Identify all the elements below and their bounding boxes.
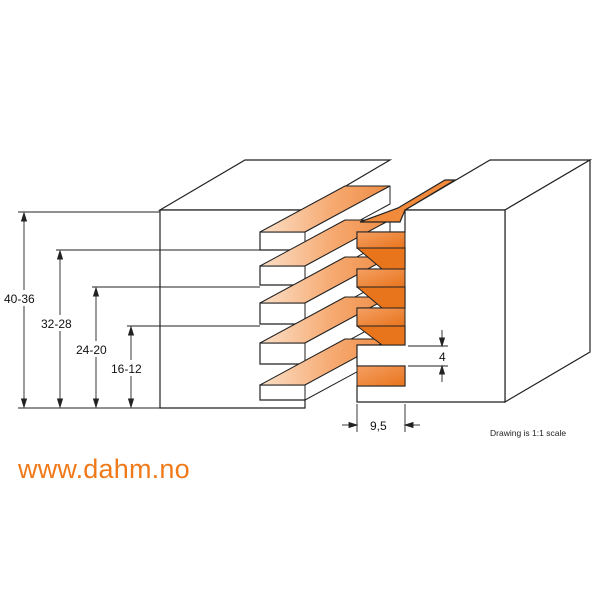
arrow-24-20-bottom bbox=[92, 398, 100, 409]
arrow-32-28-bottom bbox=[56, 398, 64, 409]
height-dimensions bbox=[18, 211, 260, 409]
label-gap-width: 9,5 bbox=[370, 419, 387, 433]
groove-1 bbox=[356, 231, 406, 249]
groove-3-back bbox=[356, 325, 406, 346]
left-block bbox=[157, 159, 393, 409]
label-24-20: 24-20 bbox=[76, 343, 107, 357]
label-tooth-width: 4 bbox=[439, 350, 446, 364]
label-16-12: 16-12 bbox=[111, 362, 142, 376]
arrow-40-36-bottom bbox=[20, 398, 28, 409]
height-labels: 40-36 32-28 24-20 16-12 bbox=[2, 290, 154, 376]
tooth-dimension bbox=[408, 330, 448, 382]
groove-4 bbox=[356, 365, 406, 387]
label-40-36: 40-36 bbox=[4, 292, 35, 306]
website-link[interactable]: www.dahm.no bbox=[18, 454, 190, 484]
groove-3 bbox=[356, 307, 406, 327]
arrow-16-12-top bbox=[127, 325, 135, 336]
gap-dimension bbox=[342, 404, 420, 432]
right-block-grooves bbox=[356, 231, 406, 387]
right-block bbox=[356, 158, 593, 404]
groove-2 bbox=[356, 268, 406, 288]
scale-note: Drawing is 1:1 scale bbox=[490, 428, 566, 438]
right-block-top-step bbox=[359, 179, 458, 223]
arrow-32-28-top bbox=[56, 249, 64, 260]
label-32-28: 32-28 bbox=[41, 317, 72, 331]
arrow-24-20-top bbox=[92, 286, 100, 297]
arrow-40-36-top bbox=[20, 211, 28, 222]
arrow-16-12-bottom bbox=[127, 398, 135, 409]
